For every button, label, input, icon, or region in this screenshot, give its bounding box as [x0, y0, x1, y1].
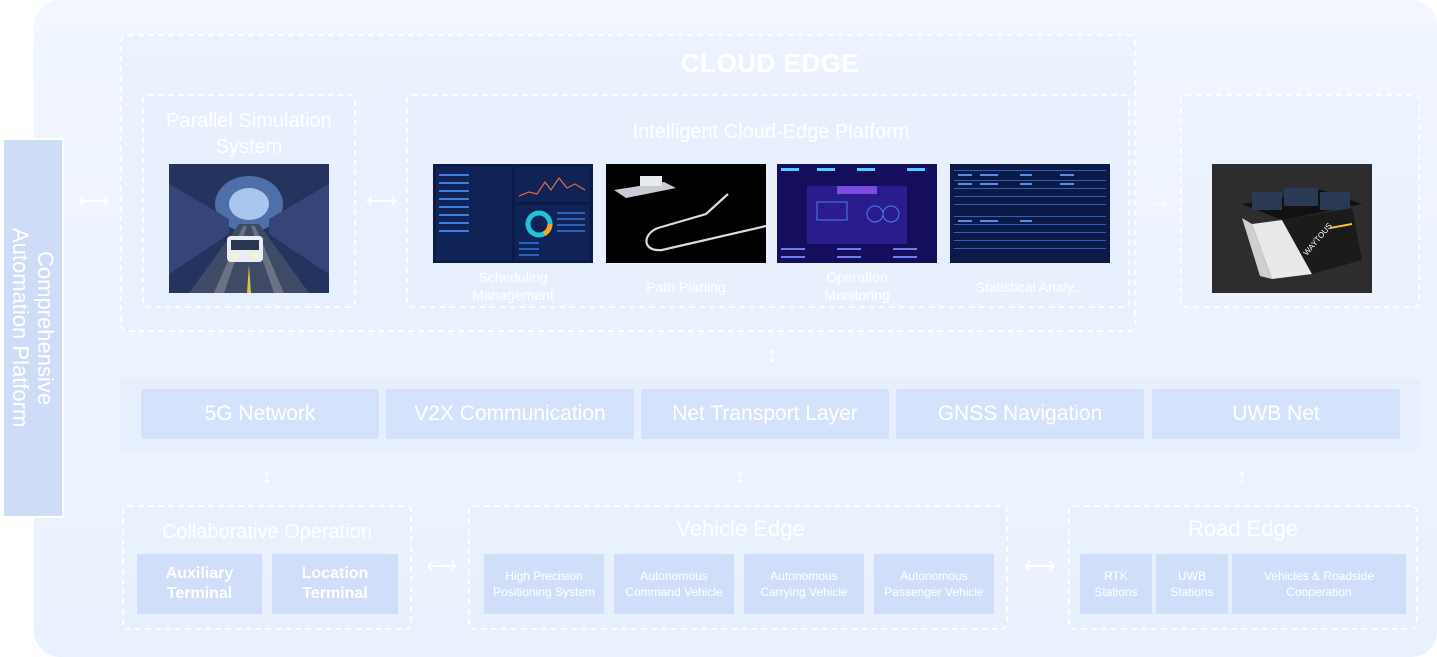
module-caption-monitoring: Operation Monitoring: [824, 269, 890, 303]
network-5g: 5G Network: [141, 389, 379, 439]
network-uwb: UWB Net: [1152, 389, 1400, 439]
scheduling-dashboard-image: [433, 164, 593, 263]
platform-title: Intelligent Cloud-Edge Platform: [632, 121, 910, 143]
vehicle-positioning: High Precision Positioning System: [484, 554, 604, 614]
vertical-arrow-icon: ↕: [734, 463, 746, 488]
remote-cockpit-image: WAYTOUS: [1212, 164, 1372, 293]
vehicle-edge-title: Vehicle Edge: [676, 516, 805, 541]
vehicle-command: Autonomous Command Vehicle: [614, 554, 734, 614]
vehicle-carrying: Autonomous Carrying Vehicle: [744, 554, 864, 614]
right-arrow-icon: →: [1149, 188, 1171, 213]
auxiliary-terminal: Auxiliary Terminal: [137, 554, 262, 614]
statistical-analysis-image: [950, 164, 1110, 263]
network-gnss: GNSS Navigation: [896, 389, 1144, 439]
side-label: Comprehensive Automation Platform: [8, 228, 58, 428]
operation-monitoring-image: [777, 164, 937, 263]
parallel-simulation-title: Parallel Simulation System: [166, 110, 332, 158]
side-label-box: Comprehensive Automation Platform: [2, 138, 64, 518]
double-arrow-icon: ⟷: [426, 553, 458, 578]
module-caption-statistical: Statistical Analy...: [975, 279, 1085, 295]
collaborative-title: Collaborative Operation: [161, 521, 373, 543]
cloud-edge-title: CLOUD EDGE: [680, 48, 860, 78]
road-cooperation: Vehicles & Roadside Cooperation: [1232, 554, 1406, 614]
module-caption-path: Path Planing: [646, 279, 726, 295]
double-arrow-icon: ⟷: [366, 188, 398, 213]
road-uwb: UWB Stations: [1156, 554, 1228, 614]
path-planning-image: [606, 164, 766, 263]
tunnel-simulation-image: [169, 164, 329, 293]
double-arrow-icon: ⟷: [1024, 553, 1056, 578]
location-terminal: Location Terminal: [272, 554, 398, 614]
vertical-arrow-icon: ↕: [1236, 463, 1248, 488]
diagram-background: [34, 0, 1437, 657]
vehicle-passenger: Autonomous Passenger Vehicle: [874, 554, 994, 614]
module-caption-scheduling: Scheduling Management: [472, 269, 554, 303]
vertical-arrow-icon: ↕: [261, 463, 273, 488]
double-arrow-icon: ⟷: [78, 188, 110, 213]
road-edge-title: Road Edge: [1187, 516, 1299, 541]
network-v2x: V2X Communication: [386, 389, 634, 439]
network-transport: Net Transport Layer: [641, 389, 889, 439]
road-rtk: RTK Stations: [1080, 554, 1152, 614]
vertical-arrow-icon: ↕: [766, 342, 778, 367]
